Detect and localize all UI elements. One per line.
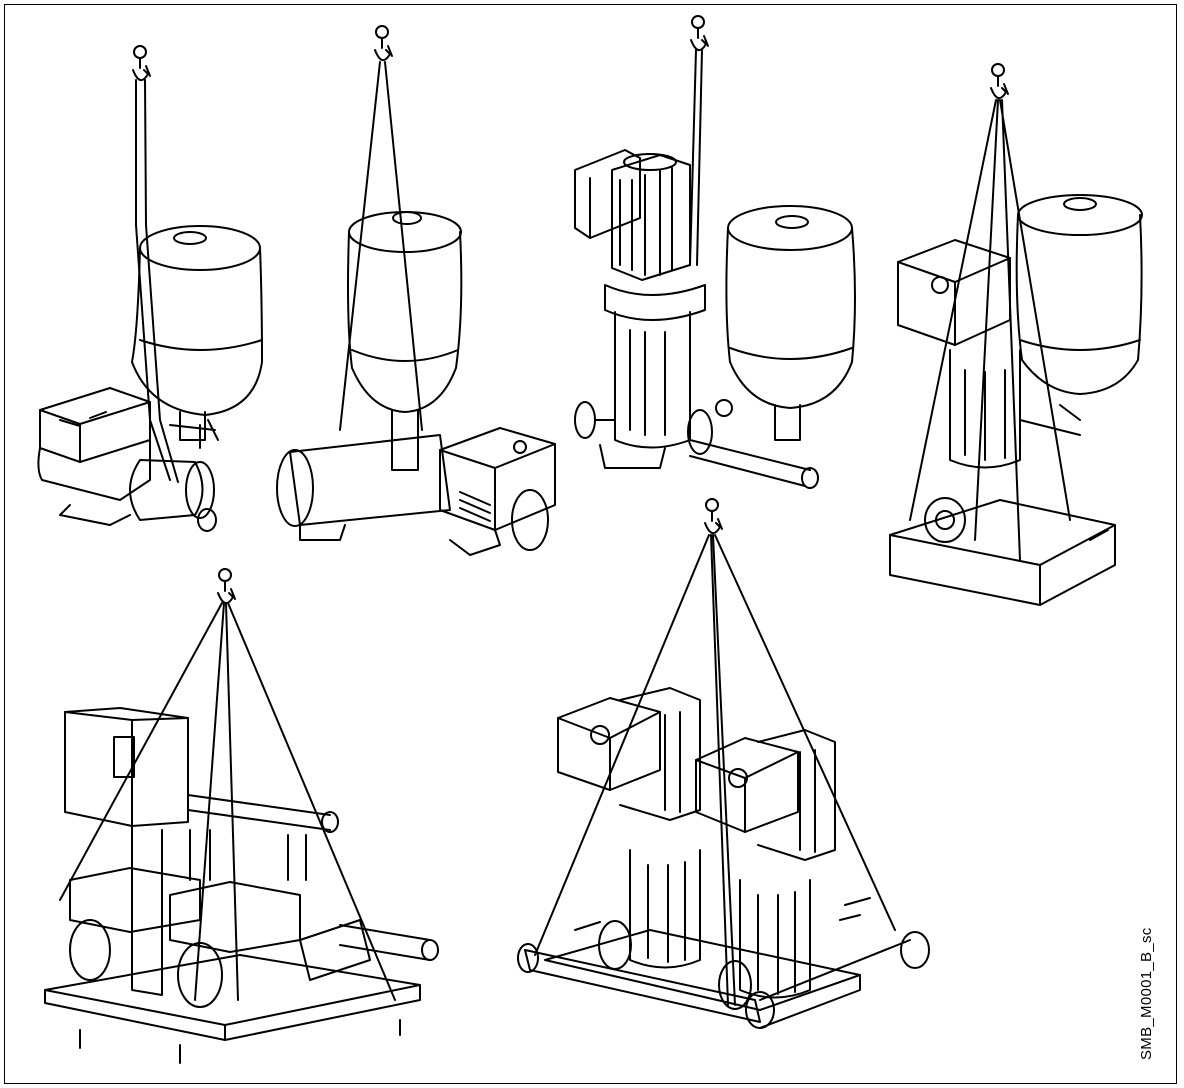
panel-horizontal-pump-with-tank xyxy=(38,45,262,531)
lifting-hook-icon xyxy=(374,25,393,62)
lifting-hook-icon xyxy=(217,568,236,605)
lifting-hook-icon xyxy=(690,15,709,52)
drawing-code-label: SMB_M0001_B_sc xyxy=(1138,927,1155,1060)
lifting-hook-icon xyxy=(990,63,1009,100)
panel-twin-horizontal-booster-set xyxy=(45,568,438,1063)
lifting-hook-icon xyxy=(132,45,151,82)
panel-vertical-pump-with-tank xyxy=(575,15,855,488)
panel-vertical-pump-on-baseplate xyxy=(890,63,1142,605)
lifting-hook-icon xyxy=(704,498,723,535)
panel-twin-vertical-booster-set xyxy=(518,498,929,1028)
panel-horizontal-pump-with-tank-controller xyxy=(277,25,555,555)
